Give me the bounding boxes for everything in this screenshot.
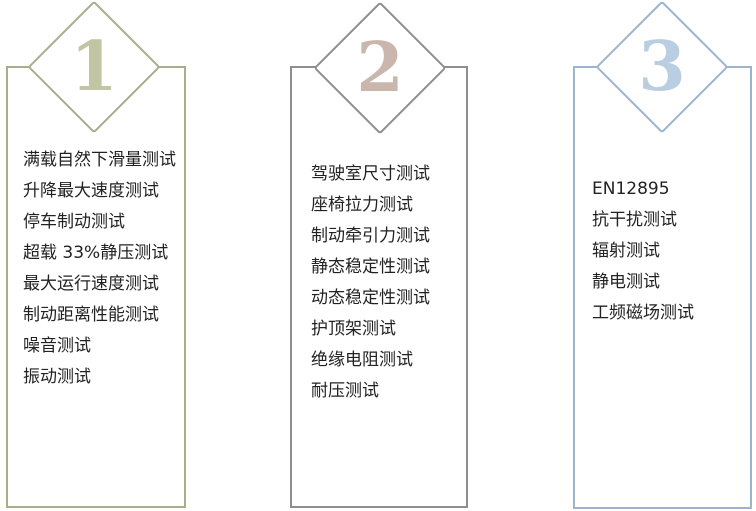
list-item: 制动牵引力测试: [311, 226, 430, 246]
list-item: 辐射测试: [592, 241, 660, 261]
list-item: 绝缘电阻测试: [311, 350, 413, 370]
column-2-number: 2: [356, 28, 404, 108]
column-3-list: EN12895 抗干扰测试 辐射测试 静电测试 工频磁场测试: [592, 174, 694, 329]
list-item: 振动测试: [23, 367, 91, 387]
list-item: 静态稳定性测试: [311, 257, 430, 277]
column-2-panel: [290, 66, 468, 508]
list-item: 升降最大速度测试: [23, 181, 159, 201]
column-2-list: 驾驶室尺寸测试 座椅拉力测试 制动牵引力测试 静态稳定性测试 动态稳定性测试 护…: [311, 159, 430, 407]
column-3-number: 3: [638, 27, 686, 107]
list-item: 动态稳定性测试: [311, 288, 430, 308]
list-item: EN12895: [592, 179, 670, 199]
list-item: 噪音测试: [23, 336, 91, 356]
list-item: 耐压测试: [311, 381, 379, 401]
list-item: 制动距离性能测试: [23, 305, 159, 325]
list-item: 停车制动测试: [23, 212, 125, 232]
list-item: 满载自然下滑量测试: [23, 150, 176, 170]
column-1-list: 满载自然下滑量测试 升降最大速度测试 停车制动测试 超载 33%静压测试 最大运…: [23, 145, 176, 393]
list-item: 驾驶室尺寸测试: [311, 164, 430, 184]
list-item: 工频磁场测试: [592, 303, 694, 323]
column-1-number: 1: [70, 27, 118, 107]
list-item: 抗干扰测试: [592, 210, 677, 230]
list-item: 座椅拉力测试: [311, 195, 413, 215]
column-1-panel: [6, 66, 186, 508]
list-item: 护顶架测试: [311, 319, 396, 339]
column-3-panel: [573, 66, 752, 509]
list-item: 静电测试: [592, 272, 660, 292]
list-item: 超载 33%静压测试: [23, 243, 169, 263]
list-item: 最大运行速度测试: [23, 274, 159, 294]
